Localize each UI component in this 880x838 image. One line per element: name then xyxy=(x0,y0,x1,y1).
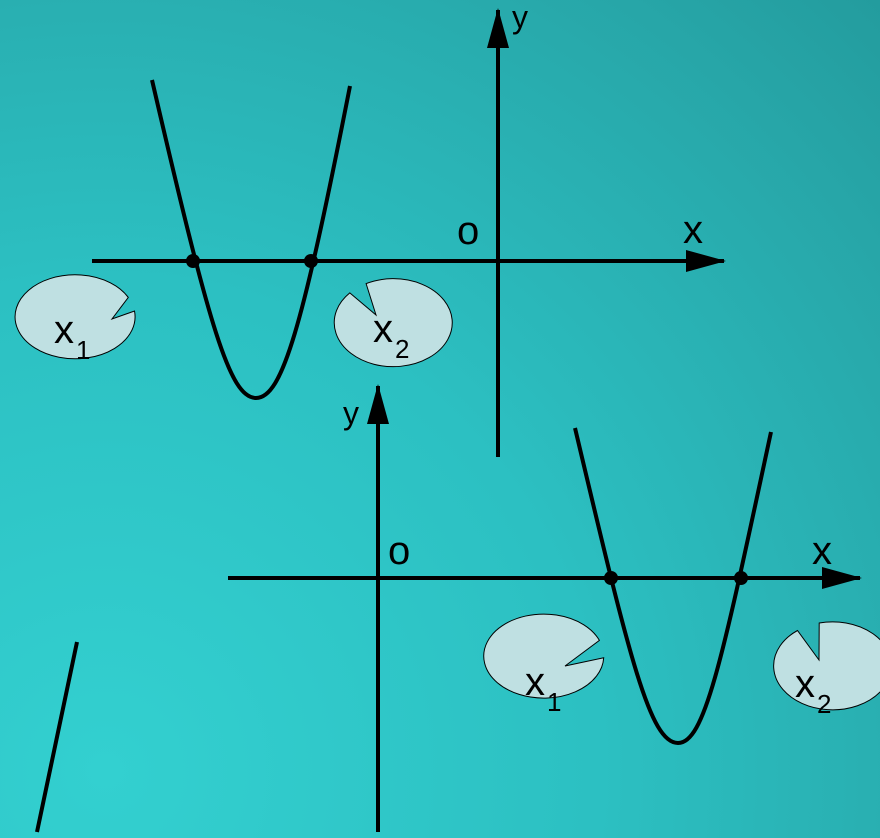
graph-2-root-1-chip: x1 xyxy=(483,613,605,717)
partial-curve-stroke xyxy=(35,641,79,833)
graph-1-root-1-point xyxy=(186,254,200,268)
graph-1-parabola xyxy=(150,79,352,401)
graph-2-root-2-base: x xyxy=(795,662,815,706)
graph-2-parabola xyxy=(573,427,773,746)
graph-1-root-1-base: x xyxy=(54,308,74,352)
graph-2-root-2-sub: 2 xyxy=(817,689,831,719)
graph-2-y-label: y xyxy=(343,395,359,431)
svg-text:x1: x1 xyxy=(525,660,561,717)
graph-1-root-2-point xyxy=(304,254,318,268)
graph-2: x y o x1 x2 xyxy=(228,384,880,832)
svg-text:x2: x2 xyxy=(373,307,409,364)
graph-1-x-label: x xyxy=(683,208,703,252)
graph-1-root-2-sub: 2 xyxy=(395,334,409,364)
graph-1-root-2-chip: x2 xyxy=(333,278,453,368)
graph-1-origin-label: o xyxy=(457,209,479,253)
graph-2-x-label: x xyxy=(812,529,832,573)
graph-2-root-1-sub: 1 xyxy=(547,687,561,717)
graph-2-root-2-chip: x2 xyxy=(773,621,880,719)
svg-text:x2: x2 xyxy=(795,662,831,719)
graph-1: x y o x1 x2 xyxy=(14,0,726,457)
graph-1-root-2-base: x xyxy=(373,307,393,351)
graph-2-root-2-point xyxy=(734,571,748,585)
graph-1-y-label: y xyxy=(512,0,528,35)
graph-2-origin-label: o xyxy=(388,529,410,573)
graph-2-root-1-point xyxy=(604,571,618,585)
graph-1-root-1-chip: x1 xyxy=(14,274,136,365)
graph-2-root-1-base: x xyxy=(525,660,545,704)
svg-text:x1: x1 xyxy=(54,308,90,365)
graph-1-root-1-sub: 1 xyxy=(76,335,90,365)
